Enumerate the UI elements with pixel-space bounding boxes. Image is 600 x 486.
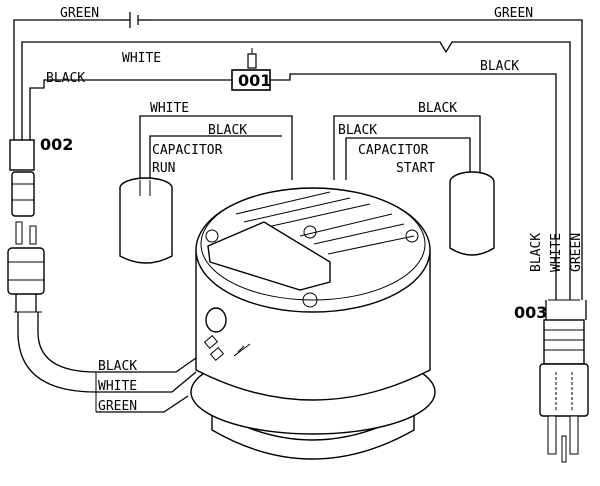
plug-label-002: 002	[40, 135, 73, 154]
capacitor-run	[119, 115, 293, 264]
switch-label: 001	[238, 71, 271, 90]
label-green-top-right: GREEN	[494, 6, 533, 21]
label-green-cord: GREEN	[98, 399, 137, 414]
motor	[190, 187, 436, 460]
label-black-right: BLACK	[529, 233, 544, 272]
label-green-top-left: GREEN	[60, 6, 99, 21]
label-green-right: GREEN	[569, 233, 584, 272]
start-capacitor-line1: CAPACITOR	[358, 143, 429, 158]
label-start-black-inner: BLACK	[338, 123, 377, 138]
label-run-black: BLACK	[208, 123, 247, 138]
wire-white-top	[21, 41, 571, 300]
label-white-cord: WHITE	[98, 379, 137, 394]
left-cord	[7, 139, 97, 393]
label-black-top-right: BLACK	[480, 59, 519, 74]
wire-black-top	[29, 73, 557, 300]
wire-green-top	[13, 12, 583, 300]
label-black-cord: BLACK	[98, 359, 137, 374]
label-run-white: WHITE	[150, 101, 189, 116]
label-black-top-left: BLACK	[46, 71, 85, 86]
right-cord	[539, 299, 589, 463]
cord-labels-left	[95, 357, 197, 413]
capacitor-start	[333, 115, 495, 256]
run-capacitor-line2: RUN	[152, 161, 175, 176]
label-start-black-outer: BLACK	[418, 101, 457, 116]
label-white-right: WHITE	[549, 233, 564, 272]
run-capacitor-line1: CAPACITOR	[152, 143, 223, 158]
start-capacitor-line2: START	[396, 161, 435, 176]
switch-001	[231, 48, 271, 91]
plug-label-003: 003	[514, 303, 547, 322]
label-white-top: WHITE	[122, 51, 161, 66]
